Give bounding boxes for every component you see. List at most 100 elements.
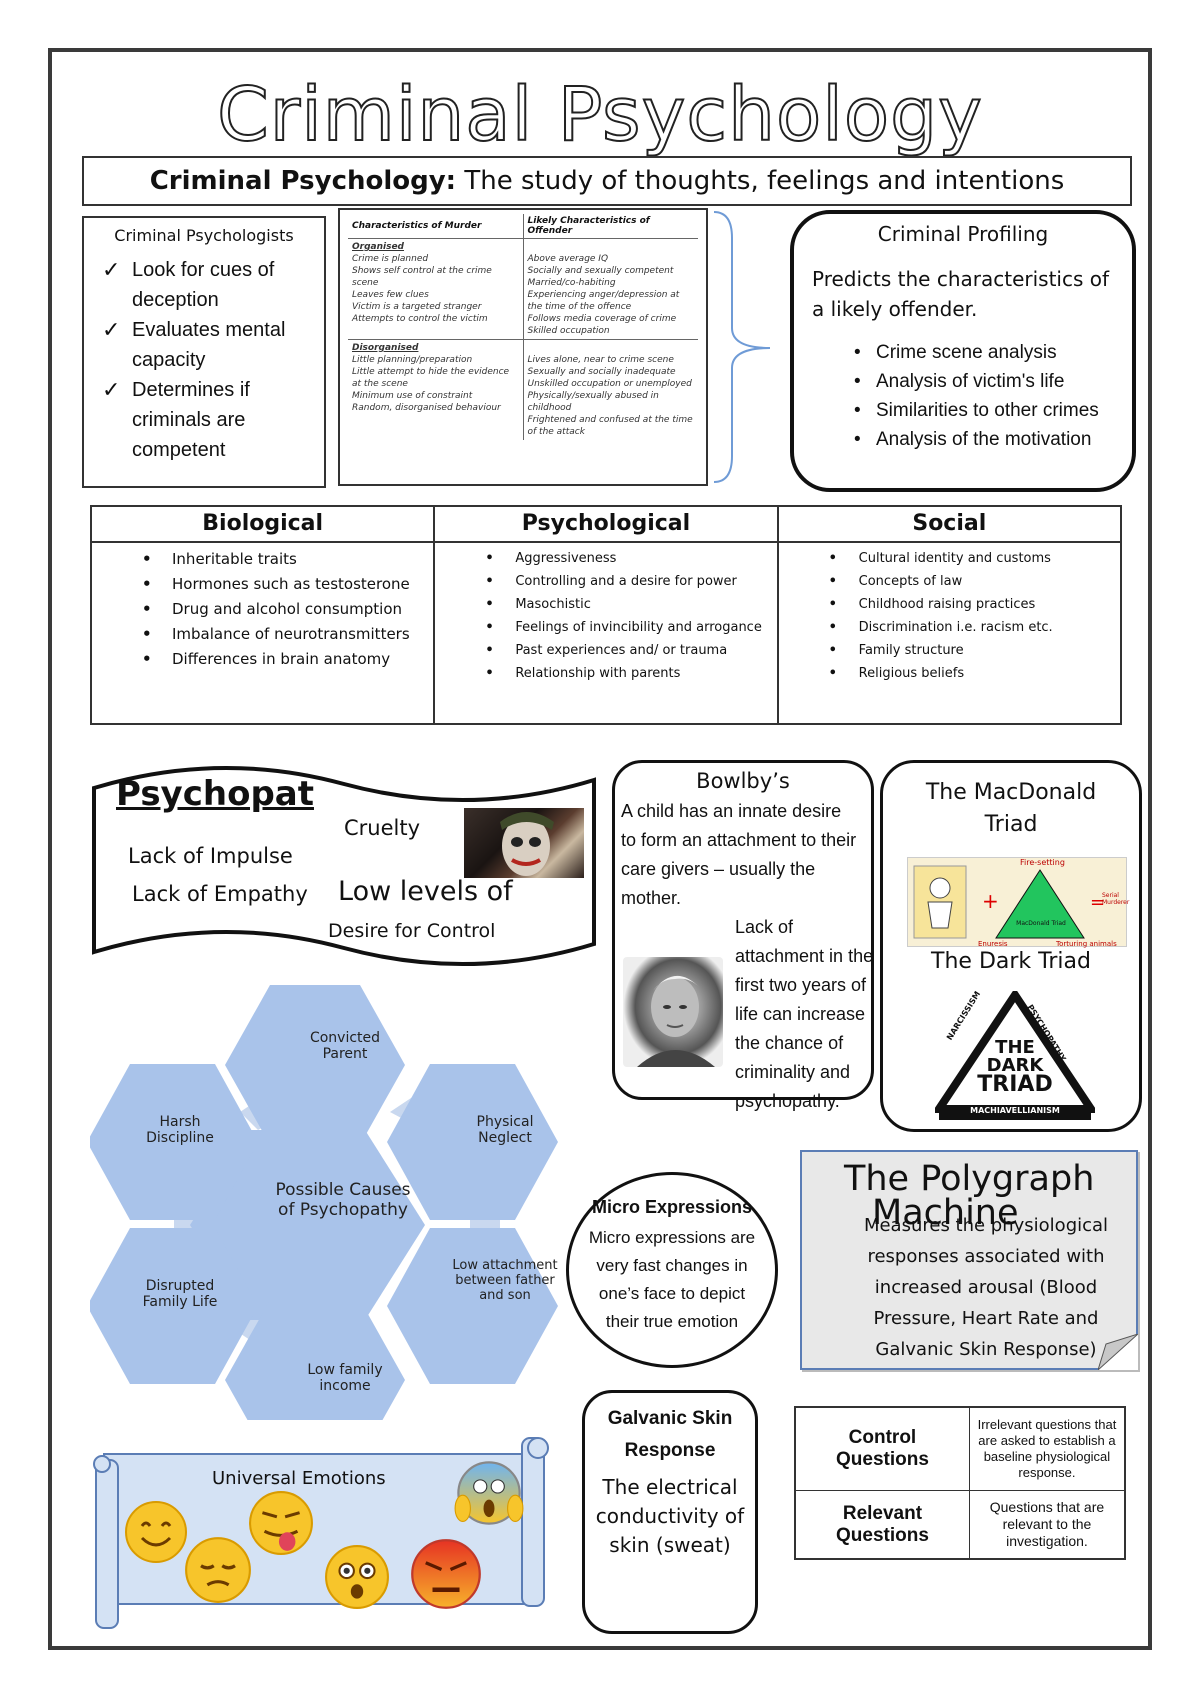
cause-disrupted-family: Disrupted Family Life	[142, 1278, 218, 1310]
bowlby-box: Bowlby’s A child has an innate desire to…	[612, 760, 874, 1111]
cause-convicted-parent: Convicted Parent	[309, 1030, 381, 1062]
cause-physical-neglect: Physical Neglect	[476, 1114, 534, 1146]
joker-image	[464, 808, 584, 878]
biological-column: Biological Inheritable traits Hormones s…	[92, 507, 436, 723]
diagram-result: Serial Murderer	[1102, 892, 1130, 906]
dark-triad-bottom: MACHIAVELLIANISM	[970, 1106, 1060, 1115]
table-row: Control Questions Irrelevant questions t…	[794, 1406, 1126, 1492]
murder-table-box: Characteristics of Murder Likely Charact…	[338, 208, 708, 486]
diagram-right: Torturing animals	[1056, 940, 1117, 948]
biological-list: Inheritable traits Hormones such as test…	[92, 543, 433, 676]
biological-heading: Biological	[92, 507, 434, 543]
smile-emoji-icon	[125, 1501, 187, 1563]
list-item: Similarities to other crimes	[848, 396, 1114, 425]
psychologists-box: Criminal Psychologists ✓Look for cues of…	[82, 216, 326, 488]
hex-top-right	[387, 1064, 558, 1220]
shocked-emoji-icon	[325, 1545, 389, 1609]
social-list: Cultural identity and customs Concepts o…	[779, 543, 1120, 689]
portrait-icon	[637, 975, 715, 1067]
brace-icon	[713, 211, 771, 483]
bowlby-text-2: Lack of attachment in the first two year…	[735, 917, 874, 1111]
questions-table: Control Questions Irrelevant questions t…	[794, 1406, 1126, 1560]
psychopath-impulse: Lack of Impulse	[128, 844, 293, 868]
murder-table: Characteristics of Murder Likely Charact…	[348, 214, 698, 440]
sad-emoji-icon	[185, 1537, 251, 1603]
list-item: Relationship with parents	[445, 662, 766, 685]
relevant-label: Relevant Questions	[794, 1490, 970, 1560]
list-item: Aggressiveness	[445, 547, 766, 570]
hex-top	[225, 985, 405, 1145]
micro-heading: Micro Expressions	[591, 1197, 753, 1217]
dark-triad-heading: The Dark Triad	[931, 949, 1091, 974]
list-item: Inheritable traits	[102, 547, 423, 572]
psychological-column: Psychological Aggressiveness Controlling…	[435, 507, 779, 723]
psychopath-cruelty: Cruelty	[344, 816, 421, 840]
cause-low-income: Low family income	[307, 1362, 383, 1394]
gsr-text: The electrical conductivity of skin (swe…	[595, 1475, 745, 1557]
profiling-list: Crime scene analysis Analysis of victim'…	[848, 338, 1114, 454]
diagram-left: Enuresis	[978, 940, 1008, 948]
relevant-text: Questions that are relevant to the inves…	[968, 1490, 1126, 1560]
micro-box: Micro Expressions Micro expressions are …	[566, 1172, 778, 1368]
dark-triad-line-2: DARK	[986, 1055, 1044, 1076]
macdonald-box: The MacDonald Triad + = Fire-setting Ser…	[880, 760, 1142, 1132]
cause-low-attachment: Low attachment between father and son	[452, 1258, 558, 1303]
list-item: Hormones such as testosterone	[102, 572, 423, 597]
list-item: ✓Evaluates mental capacity	[102, 317, 286, 371]
table-row: Relevant Questions Questions that are re…	[794, 1490, 1126, 1560]
list-item: Differences in brain anatomy	[102, 647, 423, 672]
list-item: Past experiences and/ or trauma	[445, 639, 766, 662]
scream-emoji-icon	[454, 1461, 524, 1525]
svg-text:=: =	[1090, 892, 1105, 913]
dark-triad-line-1: THE	[995, 1037, 1035, 1058]
causes-center: Possible Causes of Psychopathy	[275, 1180, 411, 1220]
psychopath-low-levels: Low levels of	[338, 876, 513, 907]
hex-bottom	[225, 1300, 405, 1420]
face-icon	[500, 812, 554, 876]
dark-triad-line-3: TRIAD	[977, 1072, 1053, 1097]
gsr-box: Galvanic Skin Response The electrical co…	[582, 1390, 758, 1634]
macdonald-diagram: + = Fire-setting Serial Murderer MacDona…	[907, 857, 1130, 948]
list-item: Childhood raising practices	[789, 593, 1110, 616]
psychopath-empathy: Lack of Empathy	[132, 882, 308, 906]
list-item: Religious beliefs	[789, 662, 1110, 685]
table-cell: Lives alone, near to crime scene Sexuall…	[527, 355, 693, 437]
page-frame	[48, 48, 1152, 1650]
profiling-heading: Criminal Profiling	[877, 222, 1049, 246]
table-cell: Disorganised Little planning/preparation…	[348, 339, 524, 440]
definition-term: Criminal Psychology:	[149, 166, 457, 196]
list-item: Analysis of victim's life	[848, 367, 1114, 396]
profiling-box: Criminal Profiling Predicts the characte…	[790, 210, 1136, 492]
table-cell: Organised Crime is planned Shows self co…	[348, 238, 524, 340]
table-header: Characteristics of Murder	[348, 214, 524, 239]
polygraph-overlap: Machine	[872, 1193, 1019, 1233]
psychological-heading: Psychological	[435, 507, 777, 543]
psychologists-heading: Criminal Psychologists	[114, 226, 294, 245]
hex-bottom-right	[387, 1228, 558, 1384]
list-item: Imbalance of neurotransmitters	[102, 622, 423, 647]
check-icon: ✓	[102, 317, 121, 342]
page-title: Criminal Psychology	[216, 71, 983, 159]
check-icon: ✓	[102, 377, 121, 402]
diagram-top: Fire-setting	[1020, 858, 1065, 867]
page-curl-icon	[1098, 1334, 1138, 1370]
definition-text: The study of thoughts, feelings and inte…	[456, 166, 1065, 196]
polygraph-heading: The Polygraph	[844, 1159, 1095, 1199]
list-item: Cultural identity and customs	[789, 547, 1110, 570]
bps-table: Biological Inheritable traits Hormones s…	[90, 505, 1122, 725]
list-item: ✓Look for cues of deception	[102, 257, 275, 311]
bowlby-heading: Bowlby’s	[696, 769, 790, 793]
control-text: Irrelevant questions that are asked to e…	[968, 1406, 1126, 1492]
list-item: Analysis of the motivation	[848, 425, 1114, 454]
list-item: Crime scene analysis	[848, 338, 1114, 367]
cause-harsh-discipline: Harsh Discipline	[146, 1114, 214, 1146]
micro-text: Micro expressions are very fast changes …	[588, 1228, 756, 1331]
psychopath-heading: Psychopat	[116, 774, 314, 814]
psychopath-control: Desire for Control	[328, 920, 496, 942]
svg-text:+: +	[982, 889, 999, 913]
psychologists-list: ✓Look for cues of deception ✓Evaluates m…	[94, 255, 314, 465]
social-heading: Social	[778, 507, 1120, 543]
hex-center	[190, 1130, 425, 1320]
diagram-center: MacDonald Triad	[1016, 920, 1066, 927]
list-item: Controlling and a desire for power	[445, 570, 766, 593]
